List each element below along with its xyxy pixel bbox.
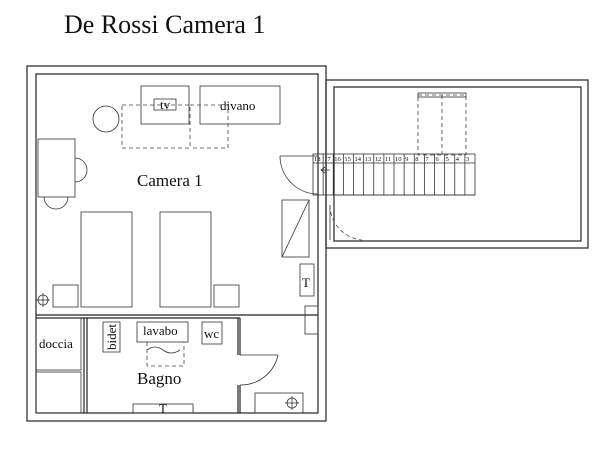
nightstand-right	[213, 284, 240, 308]
radiator-bath-label: T	[159, 401, 167, 416]
storage-box	[35, 371, 82, 414]
stair-step-number: 17	[324, 156, 331, 163]
socket-icon-bath	[285, 396, 299, 410]
radiator-wall-label: T	[302, 275, 310, 290]
bidet-label: bidet	[104, 324, 119, 350]
stair-step-number: 13	[365, 156, 372, 163]
room-label-bagno: Bagno	[137, 369, 181, 388]
dashed-outline-right	[190, 104, 229, 149]
round-table	[92, 105, 120, 133]
lavabo-label: lavabo	[143, 323, 178, 338]
tv-unit	[153, 98, 177, 111]
door-main-right	[279, 155, 319, 195]
stair-arrow-icon	[320, 166, 330, 174]
desk	[37, 138, 76, 198]
desk-chair-2	[43, 196, 69, 210]
sink-dashed	[146, 342, 185, 367]
stair-dashed-upper	[417, 92, 467, 156]
stair-step-number: 11	[385, 156, 391, 163]
radiator-wall	[299, 263, 315, 297]
main-walls	[26, 65, 327, 422]
door-annex	[329, 204, 363, 241]
wc-label: wc	[204, 326, 219, 341]
wall-niche	[304, 305, 319, 335]
stair-step-number: 8	[415, 156, 418, 163]
radiator-bath	[132, 403, 194, 414]
socket-icon	[36, 293, 50, 307]
plan-title: De Rossi Camera 1	[64, 10, 266, 39]
stair-step-number: 15	[344, 156, 351, 163]
stair-step-number: 12	[375, 156, 382, 163]
stair-step-number: 5	[446, 156, 449, 163]
dashed-outline-left	[121, 104, 191, 149]
doccia-label: doccia	[39, 336, 73, 351]
stair-step-number: 14	[355, 156, 362, 163]
stair-step-number: 3	[466, 156, 469, 163]
stair-step-number: 6	[436, 156, 440, 163]
stair-step-number: 9	[405, 156, 408, 163]
door-bathroom	[239, 354, 279, 386]
staircase	[312, 153, 476, 196]
divano-label: divano	[220, 98, 255, 113]
toilet	[201, 321, 223, 345]
stair-step-number: 4	[456, 156, 460, 163]
sink	[136, 321, 189, 343]
annex-walls	[325, 79, 589, 249]
desk-chair	[74, 157, 88, 183]
stair-step-number: 16	[334, 156, 341, 163]
cabinet	[281, 199, 310, 258]
shower	[35, 317, 82, 371]
stair-step-number: 7	[425, 156, 429, 163]
outdoor-unit	[254, 392, 304, 414]
tv-label: tv	[160, 97, 171, 112]
stair-step-number: 10	[395, 156, 402, 163]
room-label-camera: Camera 1	[137, 171, 203, 190]
bed-right	[159, 211, 212, 308]
bed-left	[80, 211, 133, 308]
bidet	[102, 321, 121, 353]
nightstand-left	[52, 284, 79, 308]
sink-wave	[146, 346, 181, 354]
stair-step-number: 18	[314, 156, 321, 163]
